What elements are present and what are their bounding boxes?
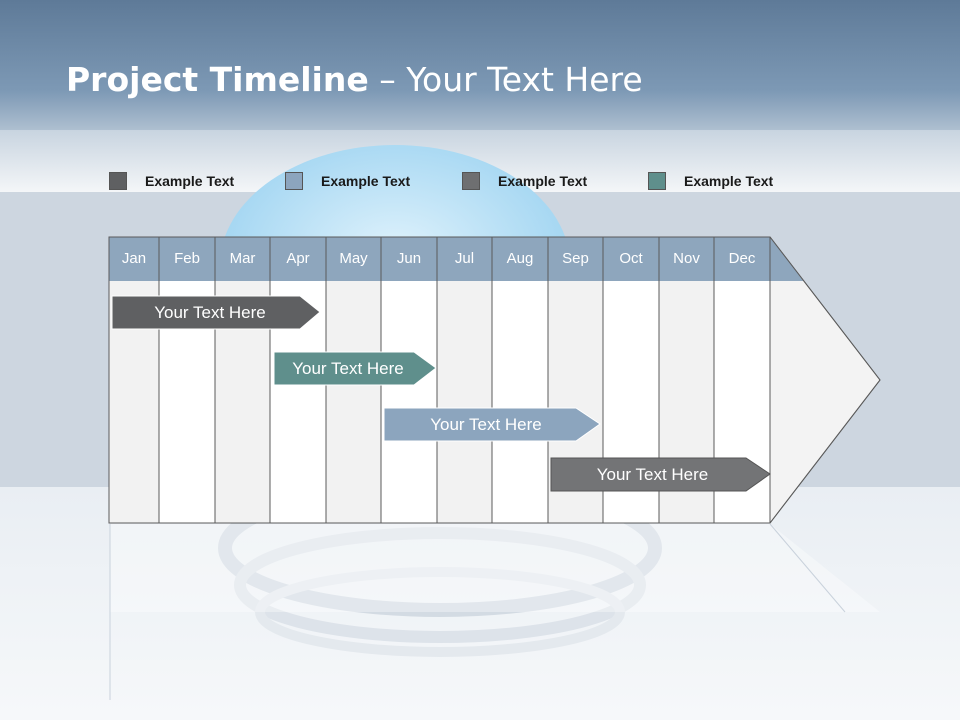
legend-label-4: Example Text — [684, 173, 774, 189]
month-header-band — [109, 237, 804, 281]
legend-swatch-2 — [285, 172, 303, 190]
legend-item-4: Example Text — [648, 170, 773, 192]
task-bar-3 — [383, 407, 601, 442]
legend-label-3: Example Text — [498, 173, 588, 189]
month-mar: Mar — [229, 250, 256, 267]
task-bar-1 — [111, 295, 321, 330]
month-feb: Feb — [174, 250, 200, 267]
legend-item-1: Example Text — [109, 170, 234, 192]
month-may: May — [339, 250, 368, 267]
column-jun — [381, 281, 437, 523]
page-title: Project Timeline – Your Text Here — [66, 60, 643, 99]
month-jan: Jan — [121, 250, 147, 267]
month-nov: Nov — [673, 250, 700, 267]
task-label-3: Your Text Here — [430, 415, 542, 434]
column-aug — [492, 281, 548, 523]
legend-swatch-4 — [648, 172, 666, 190]
legend-item-3: Example Text — [462, 170, 587, 192]
legend-swatch-1 — [109, 172, 127, 190]
month-dec: Dec — [728, 250, 756, 267]
task-label-2: Your Text Here — [292, 359, 404, 378]
legend-item-2: Example Text — [285, 170, 410, 192]
month-sep: Sep — [562, 250, 589, 267]
title-subtitle: – Your Text Here — [368, 60, 643, 99]
legend-label-2: Example Text — [321, 173, 411, 189]
task-bar-2 — [273, 351, 437, 386]
column-jul — [437, 281, 492, 523]
task-bar-4 — [550, 457, 771, 492]
month-jul: Jul — [454, 250, 475, 267]
month-jun: Jun — [396, 250, 422, 267]
column-may — [326, 281, 381, 523]
task-label-1: Your Text Here — [154, 303, 266, 322]
legend-swatch-3 — [462, 172, 480, 190]
task-label-4: Your Text Here — [596, 465, 709, 484]
title-main: Project Timeline — [66, 60, 369, 99]
month-aug: Aug — [506, 250, 534, 267]
month-apr: Apr — [286, 250, 310, 267]
legend-label-1: Example Text — [145, 173, 235, 189]
month-oct: Oct — [619, 250, 643, 267]
